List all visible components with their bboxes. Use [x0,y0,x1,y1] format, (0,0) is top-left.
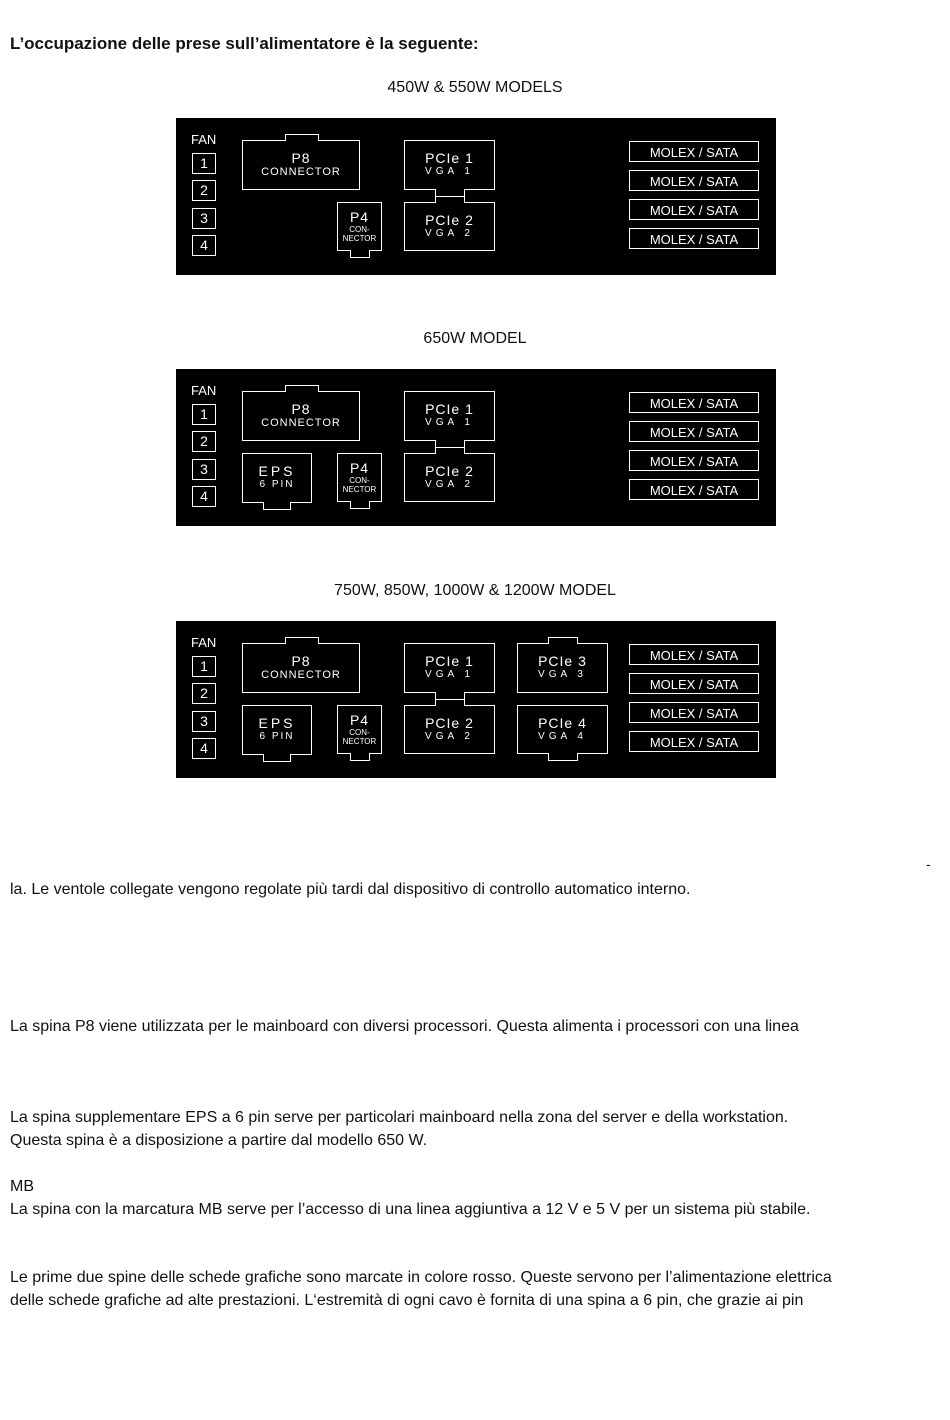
pcie1-label: PCIe 1 [425,401,474,417]
fan-label: FAN [191,635,217,650]
fan-port-2: 2 [192,683,216,704]
p4-label: P4 [349,460,370,476]
molex-sata-port-4: MOLEX / SATA [629,479,759,500]
p8-label: P8 [291,653,311,669]
paragraph-pcie-line1: Le prime due spine delle schede grafiche… [10,1269,832,1286]
p4-connector: P4 CON- NECTOR [337,705,382,761]
paragraph-mb: La spina con la marcatura MB serve per l… [10,1201,811,1218]
connector-label: CONNECTOR [261,417,341,429]
vga2-label: VGA 2 [425,479,474,490]
molex-sata-port-4: MOLEX / SATA [629,731,759,752]
psu-panel-650: FAN 1 2 3 4 P8 CONNECTOR EPS 6 PIN P4 CO… [176,369,776,526]
p4-con-label: CON- [349,476,370,485]
paragraph-eps-line1: La spina supplementare EPS a 6 pin serve… [10,1109,789,1126]
vga3-label: VGA 3 [538,669,587,680]
fan-port-3: 3 [192,711,216,732]
six-pin-label: 6 PIN [259,731,295,742]
six-pin-label: 6 PIN [259,479,295,490]
paragraph-p8: La spina P8 viene utilizzata per le main… [10,1018,799,1035]
fan-label: FAN [191,132,217,147]
stray-dash: - [926,856,931,872]
panel-title-450-550: 450W & 550W MODELS [387,79,563,96]
vga1-label: VGA 1 [425,669,474,680]
pcie1-connector: PCIe 1 VGA 1 [404,391,495,448]
pcie2-connector: PCIe 2 VGA 2 [404,196,495,251]
molex-sata-port-2: MOLEX / SATA [629,421,759,442]
p4-nector-label: NECTOR [342,737,377,746]
pcie1-connector: PCIe 1 VGA 1 [404,140,495,197]
molex-sata-port-2: MOLEX / SATA [629,170,759,191]
pcie2-label: PCIe 2 [425,463,474,479]
p4-con-label: CON- [349,225,370,234]
paragraph-pcie-line2: delle schede grafiche ad alte prestazion… [10,1292,804,1309]
molex-sata-port-1: MOLEX / SATA [629,392,759,413]
vga4-label: VGA 4 [538,731,587,742]
pcie4-label: PCIe 4 [538,715,587,731]
pcie4-connector: PCIe 4 VGA 4 [517,705,608,761]
fan-port-1: 1 [192,404,216,425]
pcie2-connector: PCIe 2 VGA 2 [404,447,495,502]
vga2-label: VGA 2 [425,731,474,742]
pcie1-connector: PCIe 1 VGA 1 [404,643,495,700]
paragraph-eps-line2: Questa spina è a disposizione a partire … [10,1132,428,1149]
pcie2-connector: PCIe 2 VGA 2 [404,699,495,754]
p4-label: P4 [349,209,370,225]
psu-panel-450-550: FAN 1 2 3 4 P8 CONNECTOR P4 CON- NECTOR … [176,118,776,275]
p4-label: P4 [349,712,370,728]
molex-sata-port-3: MOLEX / SATA [629,450,759,471]
eps-connector: EPS 6 PIN [242,453,312,510]
p8-label: P8 [291,401,311,417]
panel-title-650: 650W MODEL [423,330,527,347]
molex-sata-port-3: MOLEX / SATA [629,199,759,220]
eps-connector: EPS 6 PIN [242,705,312,762]
p4-con-label: CON- [349,728,370,737]
pcie2-label: PCIe 2 [425,715,474,731]
pcie1-label: PCIe 1 [425,150,474,166]
paragraph-fans: la. Le ventole collegate vengono regolat… [10,881,691,898]
vga1-label: VGA 1 [425,166,474,177]
molex-sata-port-3: MOLEX / SATA [629,702,759,723]
fan-port-4: 4 [192,235,216,256]
fan-port-4: 4 [192,738,216,759]
molex-sata-port-1: MOLEX / SATA [629,644,759,665]
connector-label: CONNECTOR [261,166,341,178]
p4-connector: P4 CON- NECTOR [337,453,382,509]
fan-port-3: 3 [192,459,216,480]
pcie1-label: PCIe 1 [425,653,474,669]
p8-connector: P8 CONNECTOR [242,637,360,693]
molex-sata-port-2: MOLEX / SATA [629,673,759,694]
molex-sata-port-4: MOLEX / SATA [629,228,759,249]
fan-label: FAN [191,383,217,398]
fan-port-4: 4 [192,486,216,507]
connector-label: CONNECTOR [261,669,341,681]
p8-label: P8 [291,150,311,166]
panel-title-750-1200: 750W, 850W, 1000W & 1200W MODEL [334,582,616,599]
molex-sata-port-1: MOLEX / SATA [629,141,759,162]
eps-label: EPS [258,715,296,731]
fan-port-1: 1 [192,656,216,677]
p4-connector: P4 CON- NECTOR [337,202,382,258]
psu-panel-750-1200: FAN 1 2 3 4 P8 CONNECTOR EPS 6 PIN P4 CO… [176,621,776,778]
eps-label: EPS [258,463,296,479]
pcie2-label: PCIe 2 [425,212,474,228]
vga2-label: VGA 2 [425,228,474,239]
p4-nector-label: NECTOR [342,485,377,494]
pcie3-connector: PCIe 3 VGA 3 [517,637,608,693]
fan-port-2: 2 [192,180,216,201]
fan-port-1: 1 [192,153,216,174]
paragraph-mb-title: MB [10,1178,34,1195]
fan-port-3: 3 [192,208,216,229]
fan-port-2: 2 [192,431,216,452]
page-heading: L’occupazione delle prese sull’alimentat… [10,34,479,53]
p8-connector: P8 CONNECTOR [242,134,360,190]
pcie3-label: PCIe 3 [538,653,587,669]
p4-nector-label: NECTOR [342,234,377,243]
p8-connector: P8 CONNECTOR [242,385,360,441]
vga1-label: VGA 1 [425,417,474,428]
